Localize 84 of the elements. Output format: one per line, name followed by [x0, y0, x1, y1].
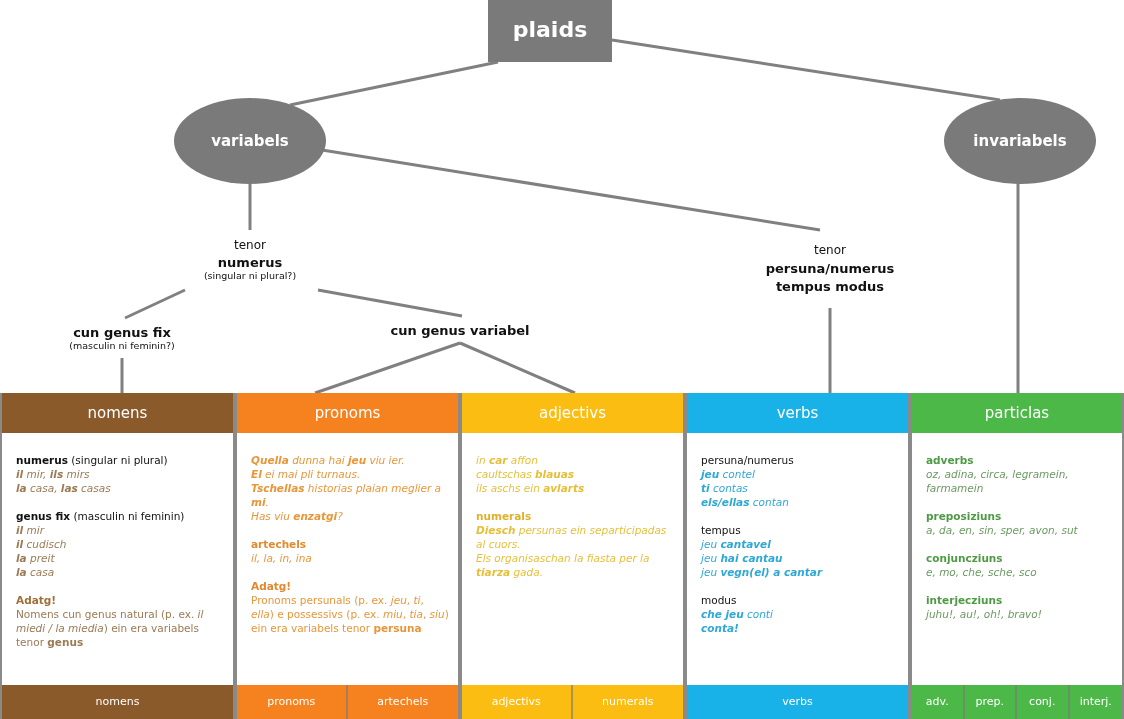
note-text: (singular ni plural?) [203, 269, 297, 281]
feature-label: numerus [217, 254, 283, 270]
connector-line [611, 38, 1001, 102]
connector-line [248, 184, 252, 230]
feature-label: persuna/numerus tempus modus [765, 259, 895, 296]
caption-text: tenor [234, 237, 266, 252]
connector-line [314, 341, 461, 395]
example-text: jeu cantavel [701, 537, 772, 551]
note-text: (masculin ni feminin?) [69, 340, 175, 351]
footer-tab: artechels [347, 685, 458, 719]
column-title: particlas [984, 403, 1050, 424]
connector-line [321, 148, 821, 232]
connector-line [1016, 184, 1020, 393]
category-ellipse: invariabels [944, 98, 1096, 184]
example-text: in car affon [476, 453, 539, 467]
example-text: la preit [16, 551, 56, 565]
footer-tab: adjectivs [462, 685, 573, 719]
example-text: conta! [701, 621, 740, 635]
section-heading: Adatg! [16, 593, 58, 607]
footer-tab: prep. [964, 685, 1017, 719]
category-column [0, 393, 235, 719]
example-text: jeu vegn(el) a cantar [701, 565, 824, 579]
footer-tab: nomens [2, 685, 233, 719]
example-text: jeu hai cantau [701, 551, 784, 565]
connector-line [124, 288, 186, 320]
example-text: Has viu enzatgi? [251, 509, 344, 523]
section-heading: Adatg! [251, 579, 293, 593]
example-text: ils aschs ein avlarts [476, 481, 586, 495]
section-heading: conjuncziuns [926, 551, 1004, 565]
category-column [460, 393, 685, 719]
connector-line [120, 358, 124, 393]
example-text: els/ellas contan [701, 495, 790, 509]
column-title: pronoms [314, 403, 381, 424]
example-text: che jeu conti [701, 607, 774, 621]
section-heading: persuna/numerus [701, 453, 795, 467]
column-title: nomens [87, 403, 148, 424]
example-text: Tschellas historias plaian meglier a mi. [251, 481, 443, 509]
section-heading: artechels [251, 537, 308, 551]
example-text: juhu!, au!, oh!, bravo! [926, 607, 1043, 621]
category-ellipse: variabels [174, 98, 326, 184]
section-heading: numerals [476, 509, 533, 523]
section-heading: tempus [701, 523, 742, 537]
footer-tab: interj. [1069, 685, 1122, 719]
example-text: Els organisaschan la fiasta per la tiarza gada. [476, 551, 651, 579]
category-column [235, 393, 460, 719]
section-heading: numerus (singular ni plural) [16, 453, 169, 467]
example-text: Diesch persunas ein separticipadas al cuors. [476, 523, 668, 551]
example-text: il cudisch [16, 537, 68, 551]
root-box: plaids [488, 0, 612, 62]
example-text: a, da, en, sin, sper, avon, sut [926, 523, 1079, 537]
example-text: il mir, ils mirs [16, 467, 91, 481]
connector-line [317, 288, 463, 318]
example-text: El ei mai pli turnaus. [251, 467, 362, 481]
feature-label: cun genus fix [73, 325, 171, 340]
footer-tab: verbs [687, 685, 908, 719]
example-text: caultschas blauas [476, 467, 576, 481]
section-heading: preposiziuns [926, 509, 1003, 523]
example-text: la casa, las casas [16, 481, 112, 495]
connector-line [459, 341, 576, 395]
section-heading: adverbs [926, 453, 975, 467]
example-text: e, mo, che, sche, sco [926, 565, 1038, 579]
example-text: jeu contel [701, 467, 756, 481]
example-text: il mir [16, 523, 46, 537]
example-text: ti contas [701, 481, 749, 495]
section-heading: interjecziuns [926, 593, 1004, 607]
connector-line [828, 308, 832, 393]
column-title: verbs [776, 403, 819, 424]
footer-tab: adv. [912, 685, 965, 719]
category-column [685, 393, 910, 719]
note-text: Nomens cun genus natural (p. ex. il miedi / la miedia) ein era variabels tenor genus [16, 607, 205, 649]
connector-line [289, 60, 499, 107]
note-text: Pronoms persunals (p. ex. jeu, ti, ella) e possessivs (p. ex. miu, tia, siu) ein era variabels tenor persuna [251, 593, 450, 635]
example-text: la casa [16, 565, 56, 579]
category-column [910, 393, 1124, 719]
example-text: il, la, in, ina [251, 551, 313, 565]
column-title: adjectivs [538, 403, 607, 424]
caption-text: tenor [814, 242, 846, 257]
feature-label: cun genus variabel [390, 322, 530, 338]
footer-tab: numerals [572, 685, 683, 719]
example-text: oz, adina, circa, legramein, farmamein [926, 467, 1070, 495]
section-heading: genus fix (masculin ni feminin) [16, 509, 186, 523]
section-heading: modus [701, 593, 738, 607]
footer-tab: conj. [1017, 685, 1070, 719]
footer-tab: pronoms [237, 685, 348, 719]
